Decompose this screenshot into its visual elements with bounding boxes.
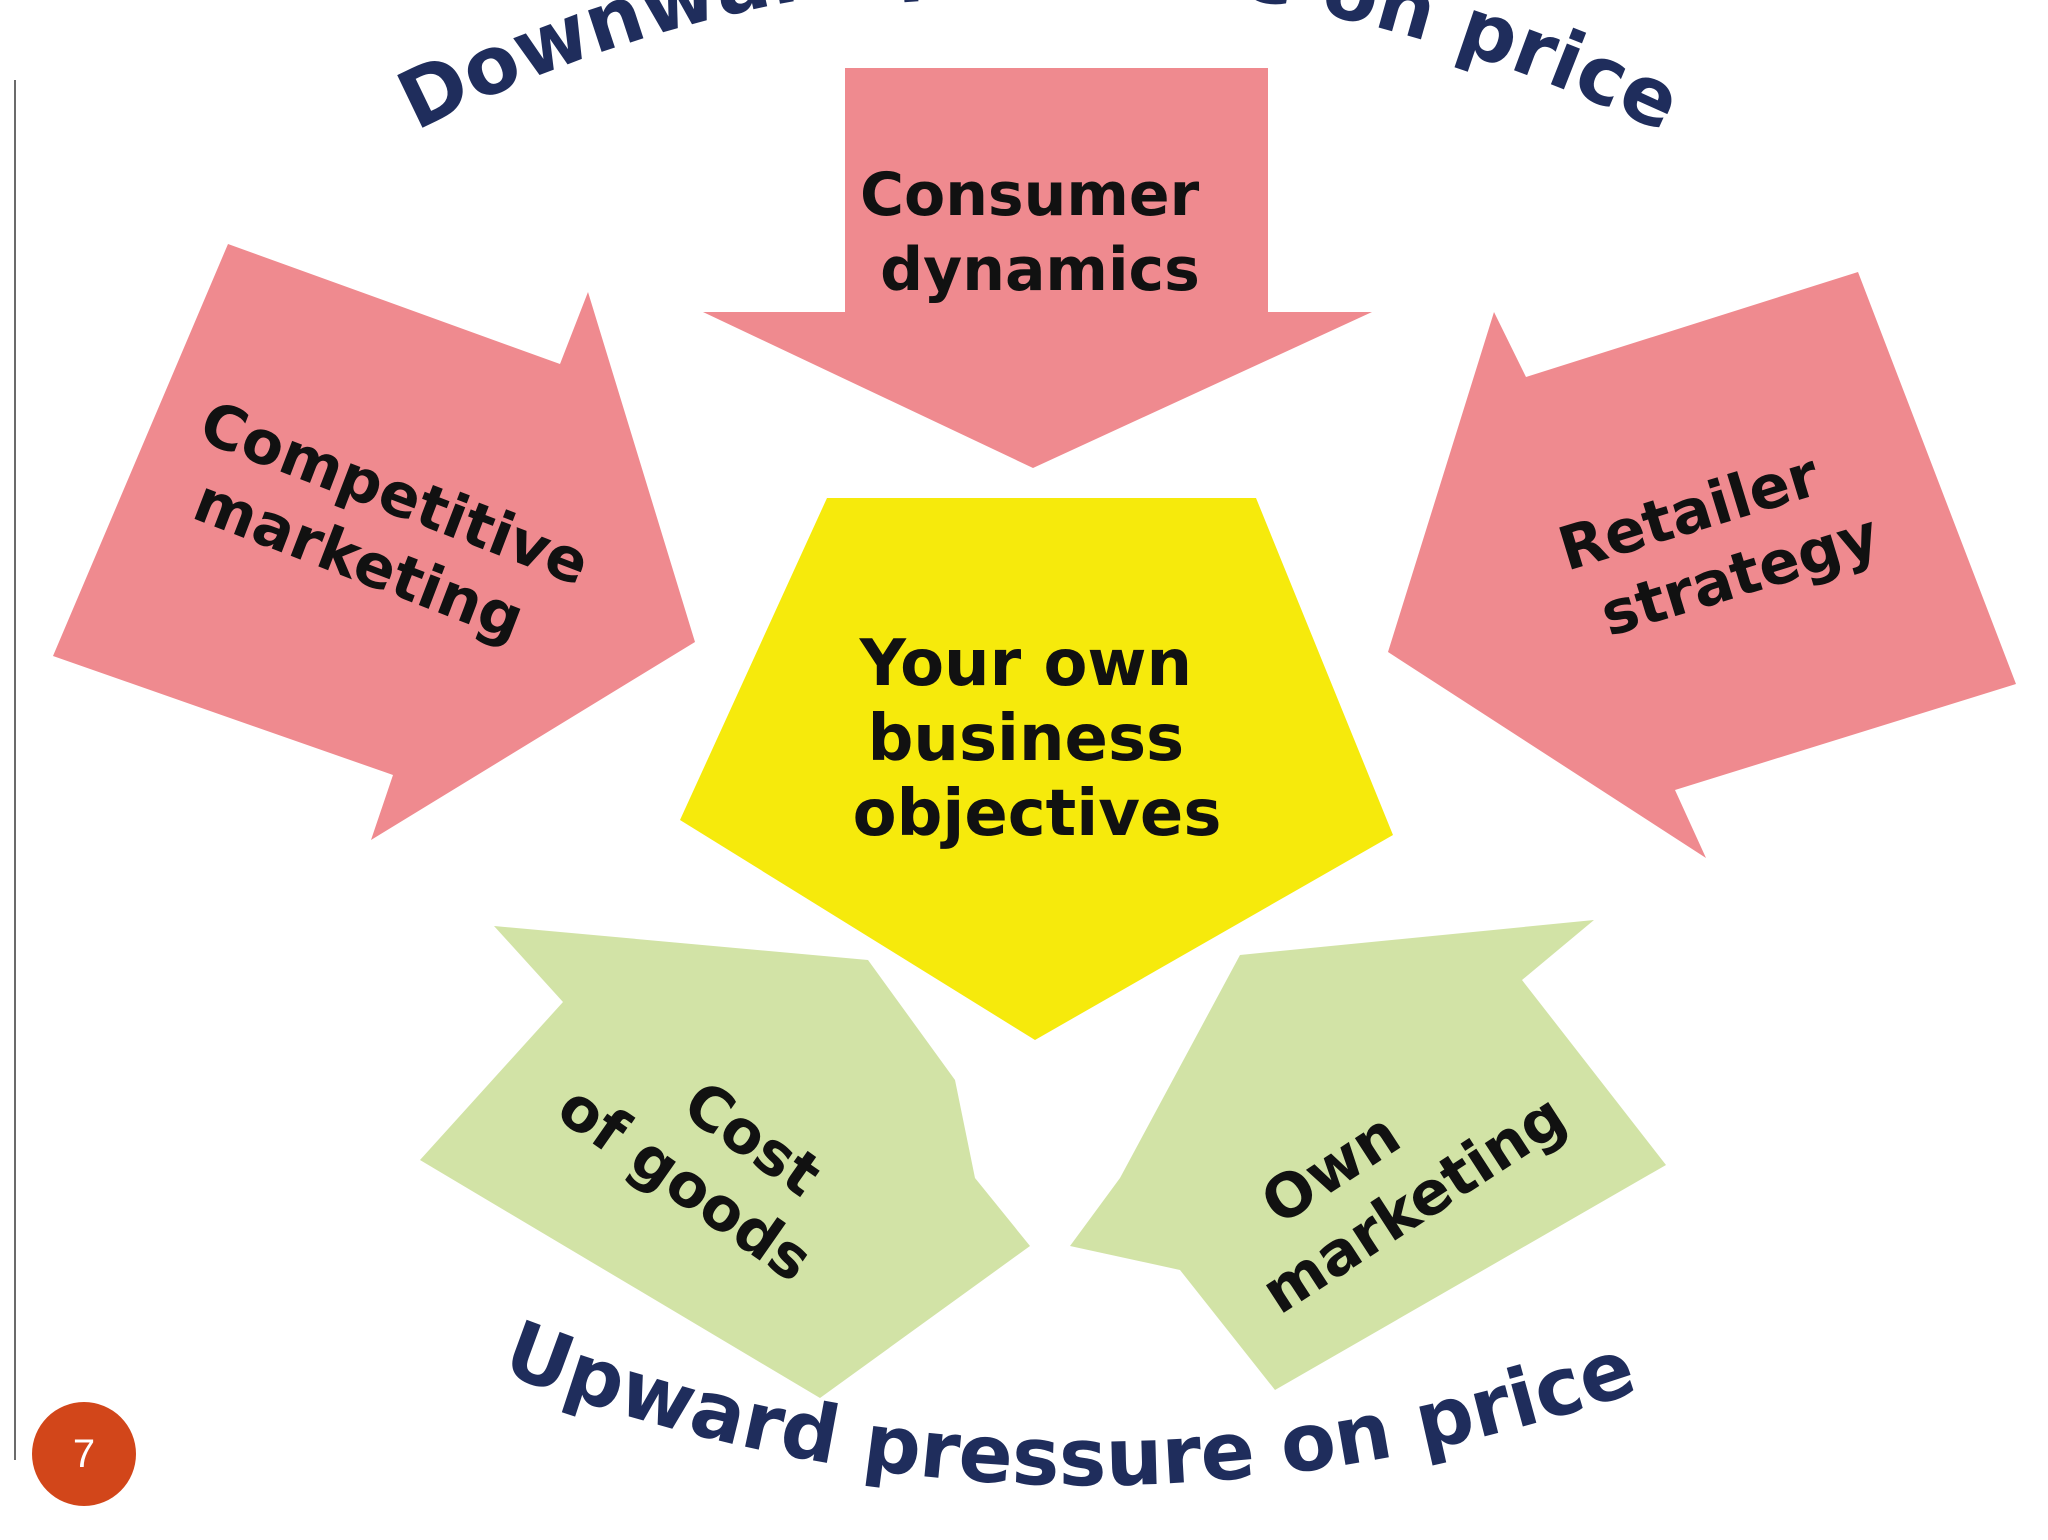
competitive-marketing-arrow	[53, 244, 695, 840]
center-line-1: Your own	[859, 627, 1193, 701]
consumer-dynamics-arrow	[703, 68, 1372, 468]
consumer-dynamics-line-2: dynamics	[880, 235, 1200, 305]
slide-number-badge: 7	[32, 1402, 136, 1506]
center-line-2: business	[868, 702, 1185, 776]
business-objectives-pentagon	[680, 498, 1393, 1040]
center-line-3: objectives	[853, 777, 1222, 851]
retailer-strategy-arrow	[1388, 272, 2016, 858]
own-marketing-arrow	[1070, 920, 1666, 1390]
cost-of-goods-arrow	[420, 926, 1030, 1398]
svg-text:Your own business: Your own business objectives	[853, 627, 1222, 851]
consumer-dynamics-line-1: Consumer	[860, 160, 1200, 230]
upward-pressure-caption: Upward pressure on price	[493, 1303, 1646, 1505]
left-divider	[14, 80, 16, 1460]
svg-text:Consumer dynamics: Consumer dynamics	[860, 160, 1220, 305]
